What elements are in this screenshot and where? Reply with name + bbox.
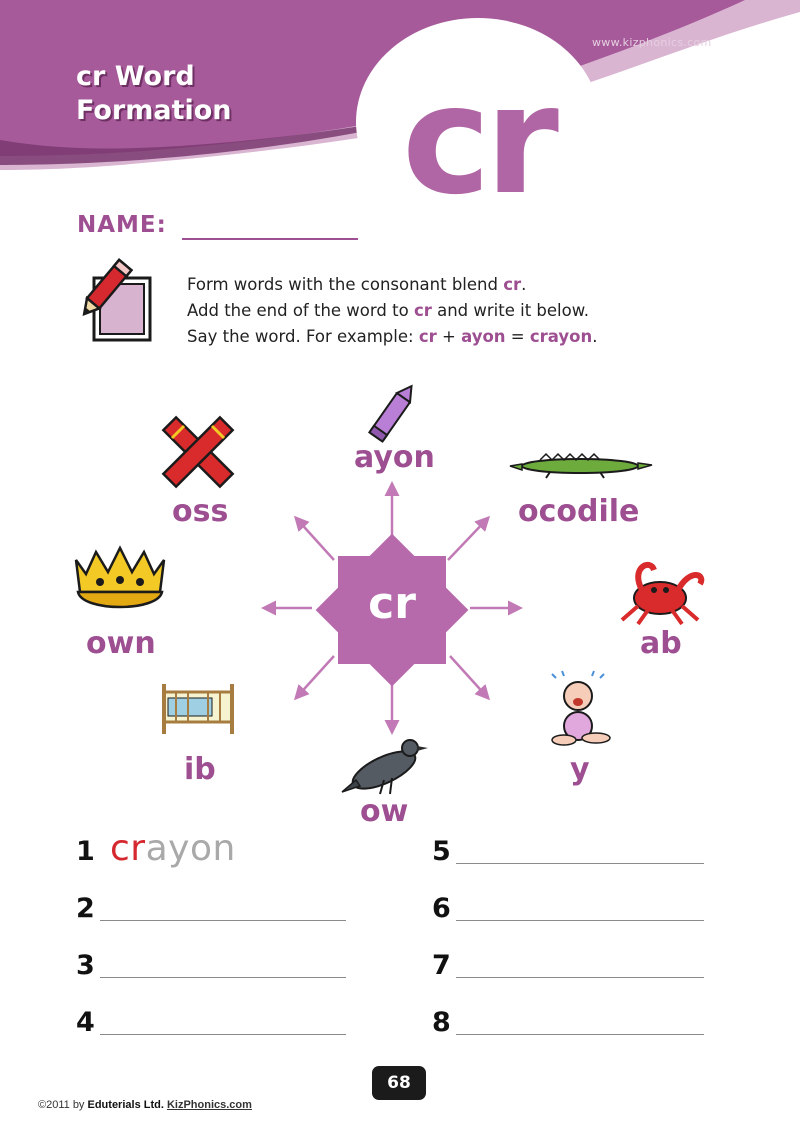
example-ending: ayon (145, 828, 236, 869)
answer-line-4[interactable] (100, 1034, 346, 1035)
answer-line-8[interactable] (456, 1034, 704, 1035)
crab-icon (620, 561, 705, 626)
page-title: cr Word Formation (76, 60, 336, 128)
example-answer: crayon (110, 828, 236, 869)
center-star (315, 533, 469, 687)
header-dark-stripe (0, 92, 520, 165)
ending-ayon: ayon (354, 440, 435, 475)
crib-icon (162, 684, 234, 734)
answer-number-7: 7 (432, 950, 451, 981)
arrow-up-left (293, 515, 335, 561)
answer-number-4: 4 (76, 1007, 95, 1038)
cross-icon (161, 415, 235, 489)
big-blend-letters: cr (402, 54, 559, 228)
site-url: www.kizphonics.com (592, 36, 712, 49)
crow-icon (341, 739, 428, 795)
page-number: 68 (372, 1066, 426, 1100)
answer-line-7[interactable] (456, 977, 704, 978)
instruction-line-1: Form words with the consonant blend cr. (187, 275, 527, 294)
footer-copyright: ©2011 by Eduterials Ltd. KizPhonics.com (38, 1099, 252, 1111)
ending-ib: ib (184, 752, 216, 787)
crown-icon (74, 545, 166, 609)
crayon-icon (367, 384, 413, 443)
ending-ab: ab (640, 626, 682, 661)
name-write-line[interactable] (182, 238, 358, 240)
answer-line-6[interactable] (456, 920, 704, 921)
header-white-circle (356, 18, 600, 226)
answer-number-8: 8 (432, 1007, 451, 1038)
instruction-line-2: Add the end of the word to cr and write … (187, 301, 589, 320)
arrows (261, 481, 523, 735)
word-wheel (74, 384, 705, 795)
title-line-1: cr Word (76, 61, 195, 92)
ending-own: own (86, 626, 156, 661)
ending-ow: ow (360, 794, 409, 829)
title-line-2: Formation (76, 95, 232, 126)
answer-number-3: 3 (76, 950, 95, 981)
pencil-checkbox-icon (82, 258, 152, 342)
answer-number-6: 6 (432, 893, 451, 924)
center-blend-label: cr (368, 578, 416, 629)
instruction-line-3: Say the word. For example: cr + ayon = c… (187, 327, 598, 346)
ending-y: y (570, 752, 590, 787)
answer-line-3[interactable] (100, 977, 346, 978)
answer-number-5: 5 (432, 836, 451, 867)
answer-line-5[interactable] (456, 863, 704, 864)
header-band (0, 0, 800, 226)
name-label: NAME: (77, 212, 167, 238)
ending-ocodile: ocodile (518, 494, 640, 529)
answer-number-1: 1 (76, 836, 95, 867)
crocodile-icon (509, 452, 653, 479)
footer-site-link[interactable]: KizPhonics.com (166, 1099, 252, 1111)
answer-line-2[interactable] (100, 920, 346, 921)
instructions: Form words with the consonant blend cr. … (187, 272, 767, 350)
crying-baby-icon (551, 670, 611, 746)
answer-number-2: 2 (76, 893, 95, 924)
arrow-down-left (293, 655, 335, 701)
arrow-up-right (447, 515, 491, 561)
ending-oss: oss (172, 494, 229, 529)
arrow-down-right (449, 655, 491, 701)
example-blend: cr (110, 828, 146, 869)
